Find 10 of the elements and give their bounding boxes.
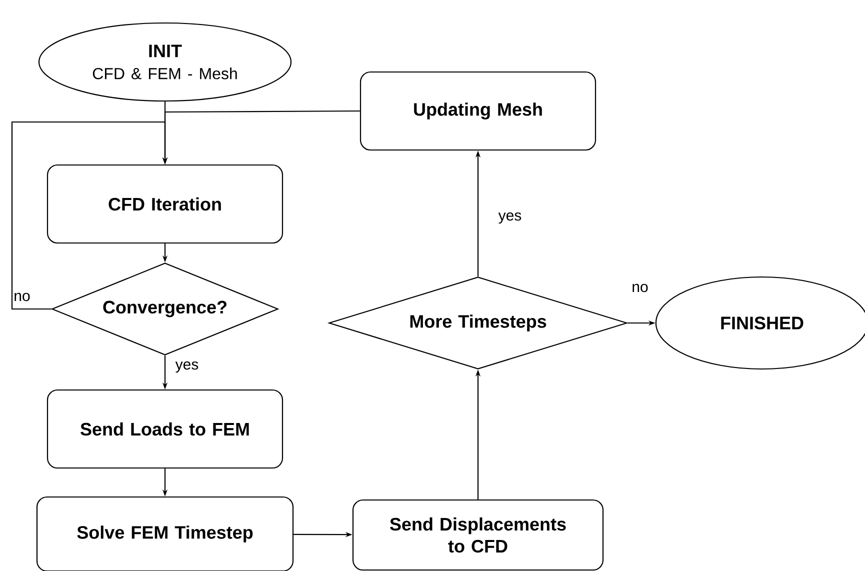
edge-label: yes	[174, 360, 200, 374]
process-box: CFD Iteration	[46, 164, 284, 244]
edge-label: no	[630, 282, 650, 294]
arrow	[11, 121, 168, 310]
process-box: Solve FEM Timestep	[36, 496, 294, 571]
edge-label: yes	[497, 211, 523, 225]
process-box: Send Displacements to CFD	[352, 499, 604, 571]
edge-label: no	[12, 292, 32, 302]
process-box: Updating Mesh	[360, 71, 596, 151]
process-box: Send Loads to FEM	[46, 389, 284, 469]
